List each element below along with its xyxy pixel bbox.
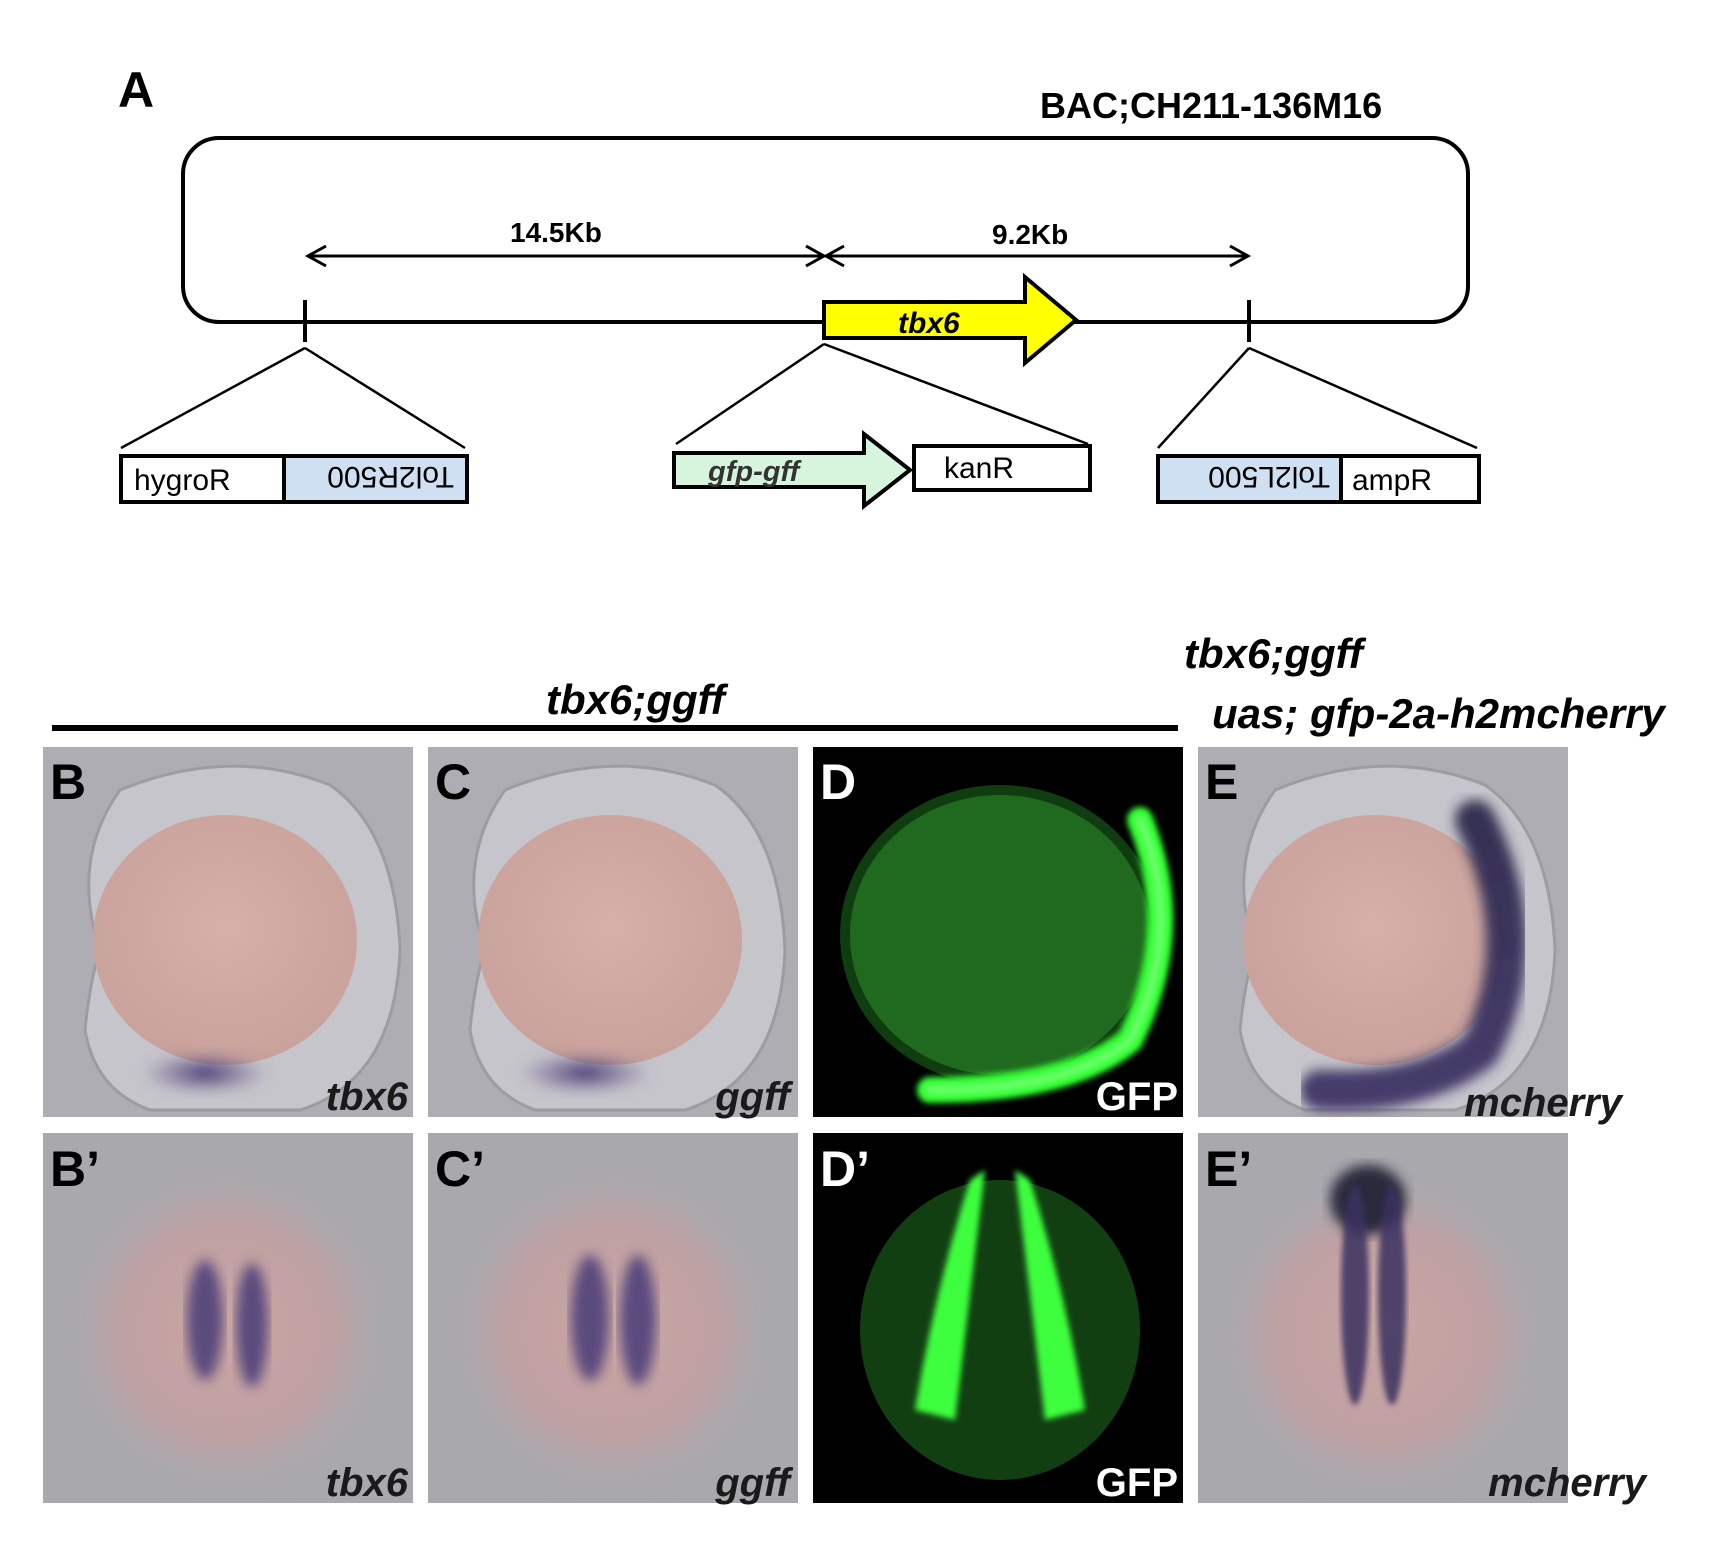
ampR-label: ampR (1352, 464, 1432, 497)
distance-arrow-left (304, 244, 828, 268)
group-headers: tbx6;ggff tbx6;ggff uas; gfp-2a-h2mcherr… (52, 630, 1667, 737)
cassette-left: hygroR Tol2R500 (119, 454, 469, 504)
bac-backbone (181, 136, 1470, 324)
group-header-left: tbx6;ggff (546, 676, 729, 723)
panel-c-image (428, 747, 798, 1117)
panel-letters: B C D E B’ C’ D’ E’ (50, 754, 1252, 1197)
distance-arrow-right (822, 244, 1252, 268)
bac-label: BAC;CH211-136M16 (1040, 85, 1382, 126)
panel-e-prime-image (1198, 1133, 1568, 1503)
panel-labels: tbx6 ggff GFP mcherry tbx6 ggff GFP mche… (326, 1075, 1648, 1505)
tbx6-gene-label: tbx6 (898, 307, 960, 340)
group-header-right-line2: uas; gfp-2a-h2mcherry (1212, 690, 1667, 737)
panel-label-c-prime: ggff (714, 1461, 793, 1505)
panel-a-letter: A (118, 62, 154, 118)
expansion-lines (120, 342, 1478, 450)
panel-label-c: ggff (714, 1075, 793, 1119)
cassette-right: Tol2L500 ampR (1156, 454, 1481, 504)
panel-b-prime-image (43, 1133, 413, 1503)
panel-a: A BAC;CH211-136M16 14.5Kb 9.2Kb tbx6 (118, 62, 1481, 511)
panel-letter-d-prime: D’ (820, 1141, 870, 1197)
panel-b-image (43, 747, 413, 1117)
panel-c-prime-image (428, 1133, 798, 1503)
tol2l500-label: Tol2L500 (1208, 460, 1330, 493)
panel-letter-e: E (1205, 754, 1238, 810)
gfp-gff-label: gfp-gff (707, 456, 803, 488)
kanR-label: kanR (944, 452, 1014, 485)
distance-right-label: 9.2Kb (992, 219, 1068, 250)
panel-label-d-prime: GFP (1096, 1461, 1178, 1505)
panel-letter-b: B (50, 754, 86, 810)
tbx6-gene-arrow (822, 272, 1080, 368)
panel-letter-c: C (435, 754, 471, 810)
tol2r500-label: Tol2R500 (327, 460, 454, 493)
panel-label-e: mcherry (1464, 1081, 1624, 1125)
cassette-middle: gfp-gff kanR (672, 429, 1092, 511)
panel-d-prime-image (813, 1133, 1183, 1503)
panel-label-b: tbx6 (326, 1075, 409, 1119)
distance-left-label: 14.5Kb (510, 217, 602, 248)
gfp-gff-arrow (672, 429, 914, 511)
panel-letter-e-prime: E’ (1205, 1141, 1252, 1197)
panel-label-d: GFP (1096, 1075, 1178, 1119)
panel-letter-b-prime: B’ (50, 1141, 100, 1197)
panel-d-image (813, 747, 1183, 1117)
panel-letter-d: D (820, 754, 856, 810)
panel-label-b-prime: tbx6 (326, 1461, 409, 1505)
panel-letter-c-prime: C’ (435, 1141, 485, 1197)
hygroR-label: hygroR (134, 464, 231, 497)
kanR-box (912, 444, 1092, 492)
group-header-right-line1: tbx6;ggff (1184, 630, 1367, 677)
panel-label-e-prime: mcherry (1488, 1461, 1648, 1505)
panel-e-image (1198, 747, 1568, 1117)
